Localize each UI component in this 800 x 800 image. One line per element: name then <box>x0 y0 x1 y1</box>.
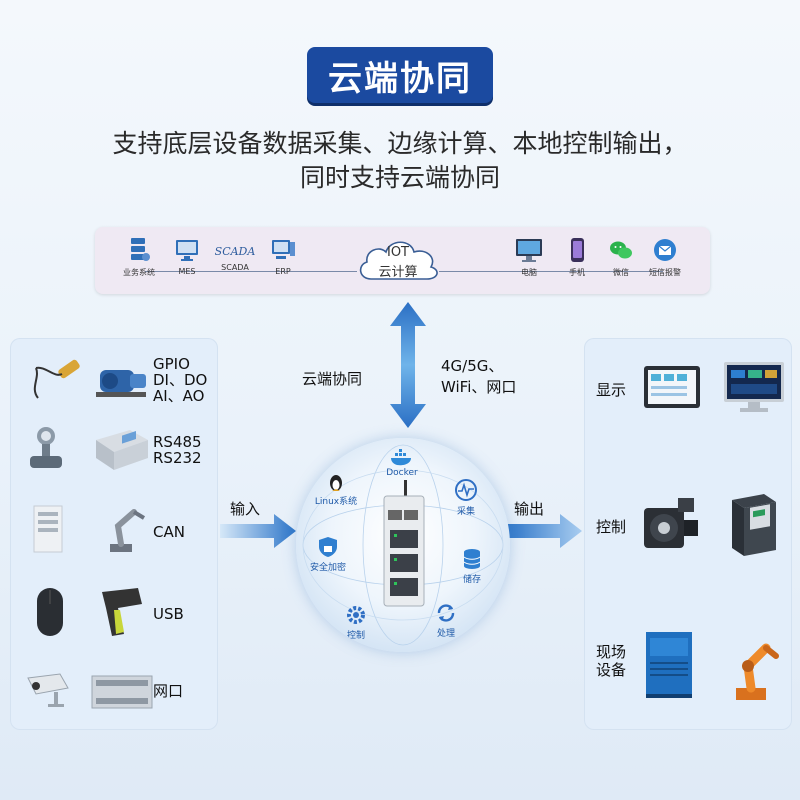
docker-icon <box>391 449 411 466</box>
input-arrow <box>220 514 296 548</box>
cloud-sync-double-arrow <box>390 302 426 428</box>
monitor-dashboard-icon <box>724 362 784 412</box>
scada-label: SCADA <box>221 263 249 272</box>
di-do-label: DI、DO <box>153 371 208 389</box>
pump-icon <box>96 370 146 397</box>
phone-item: 手机 <box>551 237 603 278</box>
network-label-line-1: 4G/5G、 <box>441 357 504 375</box>
scada-logo: SCADA <box>214 245 256 258</box>
output-arrow <box>506 514 582 548</box>
pc-item: 电脑 <box>503 237 555 278</box>
usb-label: USB <box>153 605 184 623</box>
feature-linux: Linux系统 <box>306 472 366 507</box>
power-meter-icon <box>96 430 148 470</box>
subtitle-line-2: 同时支持云端协同 <box>299 163 500 192</box>
rs485-label: RS485 <box>153 433 202 451</box>
pc-label: 电脑 <box>521 268 537 277</box>
input-devices-panel: GPIO DI、DO AI、AO RS485 RS232 CAN USB <box>10 338 218 730</box>
business-system-item: 业务系统 <box>113 237 165 278</box>
wechat-item: 微信 <box>595 237 647 278</box>
feature-encryption: 安全加密 <box>298 536 358 573</box>
business-system-label: 业务系统 <box>123 268 155 277</box>
mail-icon <box>654 239 676 261</box>
tablet-display-icon <box>644 366 700 408</box>
control-label: 控制 <box>596 518 627 536</box>
desktop-icon <box>516 239 542 262</box>
monitor-icon <box>176 240 198 261</box>
refresh-icon <box>437 604 455 622</box>
industrial-robot-icon <box>736 643 779 700</box>
feature-control: 控制 <box>326 604 386 641</box>
barcode-scanner-icon <box>102 588 142 636</box>
gear-icon <box>347 606 365 624</box>
gateway-device-icon <box>383 480 425 607</box>
air-compressor-icon <box>646 632 692 698</box>
feature-processing: 处理 <box>416 602 476 639</box>
inverter-drive-icon <box>732 494 776 556</box>
mes-item: MES <box>161 237 213 276</box>
servo-motor-icon <box>644 498 698 548</box>
gpio-label: GPIO <box>153 355 190 373</box>
server-cabinet-icon <box>33 505 63 553</box>
output-label: 输出 <box>514 500 545 518</box>
input-label: 输入 <box>230 500 261 518</box>
scada-item: SCADA SCADA <box>209 237 261 272</box>
cloud-computing-label: 云计算 <box>378 265 418 280</box>
flowmeter-icon <box>30 427 62 468</box>
rs232-label: RS232 <box>153 449 202 467</box>
plc-module-icon <box>91 675 153 709</box>
network-label-line-2: WiFi、网口 <box>441 378 517 396</box>
edge-gateway-sphere: Linux系统 Docker 采集 安全加密 储存 <box>296 438 510 652</box>
erp-label: ERP <box>275 267 291 276</box>
field-label: 现场 <box>596 643 627 661</box>
feature-collect: 采集 <box>436 478 496 517</box>
waveform-icon <box>455 479 477 501</box>
shield-lock-icon <box>319 537 337 557</box>
subtitle-line-1: 支持底层设备数据采集、边缘计算、本地控制输出， <box>112 129 688 158</box>
phone-label: 手机 <box>569 268 585 277</box>
robot-arm-icon <box>110 509 146 552</box>
wechat-label: 微信 <box>613 268 629 277</box>
server-icon <box>131 238 150 261</box>
sms-alarm-item: 短信报警 <box>639 237 691 278</box>
iot-label: IOT <box>386 245 409 260</box>
linux-penguin-icon <box>330 475 342 491</box>
cloud-connector-left <box>145 271 357 272</box>
page-title: 云端协同 <box>307 47 493 103</box>
cloud-system-bar: 业务系统 MES SCADA SCADA ERP IOT 云计算 <box>95 227 710 294</box>
wechat-icon <box>610 241 632 259</box>
erp-item: ERP <box>257 237 309 276</box>
feature-storage: 储存 <box>442 548 502 585</box>
computer-icon <box>272 240 295 259</box>
security-camera-icon <box>27 673 69 707</box>
ethernet-label: 网口 <box>153 682 184 700</box>
sms-alarm-label: 短信报警 <box>649 268 681 277</box>
cloud-connector-right <box>439 271 663 272</box>
output-devices-panel: 显示 控制 现场 设备 <box>584 338 792 730</box>
phone-icon <box>571 238 584 262</box>
mes-label: MES <box>178 267 196 276</box>
ai-ao-label: AI、AO <box>153 387 205 405</box>
cloud-icon <box>359 241 438 280</box>
database-icon <box>463 549 481 569</box>
equipment-label: 设备 <box>596 661 627 679</box>
display-label: 显示 <box>596 381 627 399</box>
can-label: CAN <box>153 523 185 541</box>
cloud-sync-label: 云端协同 <box>302 370 363 388</box>
feature-docker: Docker <box>372 448 432 478</box>
mouse-icon <box>37 588 63 636</box>
sensor-cable-icon <box>33 359 80 399</box>
